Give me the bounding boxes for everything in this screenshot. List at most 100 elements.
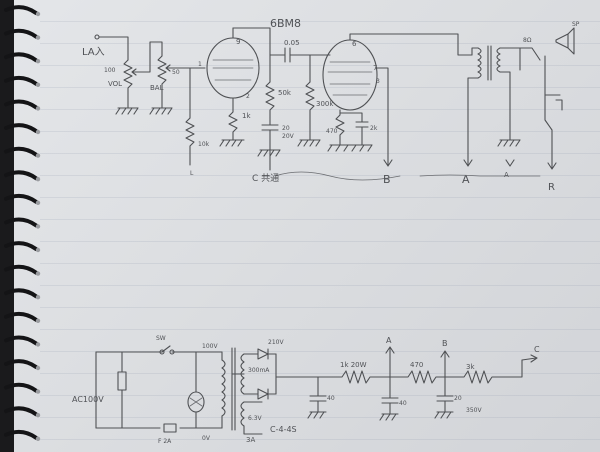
cathode-ground-symbol bbox=[219, 139, 245, 147]
headphone-jack-icon bbox=[544, 94, 563, 111]
psu-c-label: C bbox=[534, 345, 540, 354]
spiral-ring bbox=[4, 193, 38, 204]
b-label: B bbox=[383, 173, 391, 186]
pt-3a-label: 3A bbox=[246, 436, 255, 444]
c-line-wire bbox=[261, 171, 401, 181]
tap-0v-label: 0V bbox=[202, 435, 211, 442]
opt-secondary-wires bbox=[499, 47, 521, 141]
spiral-hole bbox=[35, 389, 41, 394]
power-supply-section: AC100V SW F 2A 100V 0V 21 bbox=[72, 335, 540, 445]
pentode-cathode-resistor bbox=[335, 109, 345, 146]
filter-capacitor-1 bbox=[309, 395, 327, 402]
grid2-ground-symbol bbox=[297, 139, 321, 147]
rectifier-diode-2 bbox=[243, 388, 277, 400]
bal-pot-label: BAL bbox=[150, 84, 164, 92]
a2-label: A bbox=[504, 171, 509, 179]
r-label: R bbox=[548, 182, 555, 193]
spiral-ring bbox=[4, 288, 38, 299]
spiral-ring bbox=[4, 335, 38, 346]
coupling-capacitor bbox=[284, 47, 291, 63]
psu-b-arrow bbox=[440, 350, 450, 358]
speaker-icon bbox=[555, 27, 575, 55]
decoupling-ground-symbol bbox=[257, 149, 281, 157]
filter2-value: 40 bbox=[399, 400, 407, 407]
spiral-hole bbox=[35, 11, 41, 17]
r-channel-wire bbox=[544, 94, 553, 169]
spiral-ring bbox=[4, 170, 38, 181]
spiral-ring bbox=[4, 429, 38, 440]
pilot-lamp bbox=[187, 391, 205, 413]
dropping-resistor-470 bbox=[389, 370, 446, 384]
bal-pot-resistor bbox=[157, 55, 167, 109]
filter3-ground bbox=[434, 400, 454, 419]
pentode-ground-symbol bbox=[327, 126, 373, 152]
pin-6-label: 6 bbox=[352, 40, 357, 48]
spiral-ring bbox=[4, 264, 38, 275]
tap-100v-label: 100V bbox=[202, 343, 218, 350]
triode-internals bbox=[212, 59, 254, 81]
spiral-hole bbox=[35, 82, 41, 88]
grid-pin-label: 1 bbox=[198, 61, 202, 68]
dropping-resistor-1k-value: 1k 20W bbox=[340, 361, 367, 369]
decoupling-cap-value: 20 bbox=[282, 125, 290, 132]
spiral-ring bbox=[4, 52, 38, 63]
secondary-ground-symbol bbox=[497, 139, 521, 147]
filter-capacitor-3 bbox=[436, 395, 454, 402]
dropping-resistor-1k bbox=[319, 370, 391, 384]
tube-type-label: 6BM8 bbox=[270, 17, 301, 30]
a2-arrow bbox=[505, 159, 515, 167]
input-wire bbox=[98, 36, 129, 61]
plate-wire bbox=[232, 27, 286, 56]
a-arrow bbox=[463, 159, 473, 167]
bypass-cap-value: 2k bbox=[370, 125, 378, 132]
b-arrow bbox=[383, 159, 393, 167]
spiral-hole bbox=[35, 247, 41, 253]
switch-terminal-a bbox=[159, 349, 165, 355]
spiral-ring bbox=[4, 99, 38, 110]
opt-primary-wires bbox=[467, 47, 479, 166]
vol-pot-value: 100 bbox=[104, 67, 116, 74]
heater-note: C-4-4S bbox=[270, 425, 297, 434]
fuse-element bbox=[151, 423, 197, 433]
input-terminal bbox=[94, 34, 100, 40]
spiral-ring bbox=[4, 123, 38, 133]
spiral-hole bbox=[35, 271, 41, 276]
filter1-value: 40 bbox=[327, 395, 335, 402]
spiral-hole bbox=[35, 224, 41, 229]
pentode-cathode-value: 470 bbox=[326, 128, 338, 135]
bal-pot-wiper bbox=[165, 64, 173, 72]
dropping-resistor-3k-value: 3k bbox=[466, 363, 475, 371]
spiral-binding bbox=[0, 0, 41, 452]
pt-63v-label: 6.3V bbox=[248, 415, 263, 422]
grid2-resistor-value: 300k bbox=[316, 100, 334, 108]
plate-load-value: 50k bbox=[278, 89, 292, 97]
c-line-continuation bbox=[419, 174, 541, 177]
output-switch bbox=[519, 47, 546, 96]
cathode-resistor bbox=[228, 109, 238, 141]
coupling-cap-value: 0.05 bbox=[284, 39, 300, 47]
pt-300ma-label: 300mA bbox=[248, 367, 270, 374]
speaker-label: SP bbox=[572, 21, 580, 28]
switch-label: SW bbox=[156, 335, 166, 342]
spiral-ring bbox=[4, 5, 38, 15]
pt-primary-coil bbox=[221, 359, 226, 417]
plate2-wire bbox=[349, 33, 473, 56]
spiral-ring bbox=[4, 406, 38, 417]
filter1-ground bbox=[307, 400, 327, 419]
spiral-ring bbox=[4, 382, 38, 393]
spiral-hole bbox=[35, 436, 41, 441]
opt-primary-coil bbox=[477, 47, 482, 79]
psu-b-label: B bbox=[442, 339, 448, 348]
opt-secondary-coil bbox=[496, 47, 501, 73]
pt-core bbox=[231, 347, 236, 431]
cathode-resistor-value: 1k bbox=[242, 112, 251, 120]
bal-pot-value: 50 bbox=[172, 69, 180, 76]
rectifier-diode-1 bbox=[243, 348, 277, 360]
spiral-ring bbox=[4, 28, 38, 39]
rectifier-bus bbox=[231, 353, 277, 395]
spiral-ring bbox=[4, 241, 38, 251]
ac-input-label: AC100V bbox=[72, 395, 104, 404]
spiral-hole bbox=[35, 413, 41, 418]
filter-capacitor-2 bbox=[381, 397, 399, 404]
